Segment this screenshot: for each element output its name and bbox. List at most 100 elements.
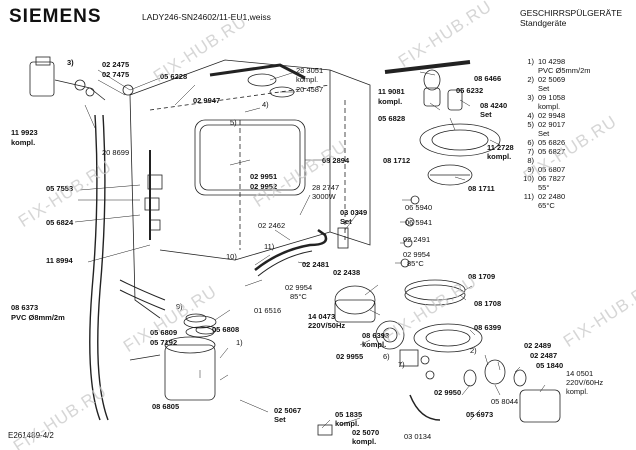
label-029951: 02 9951 — [250, 172, 278, 181]
label-140473: 14 0473 — [308, 312, 336, 321]
legend-code: 05 6827 — [538, 147, 566, 156]
legend-item: 6) 05 6826 — [520, 138, 565, 147]
label-6a: 6) — [383, 352, 390, 361]
legend-note: kompl. — [538, 102, 561, 111]
label-056809: 05 6809 — [150, 328, 178, 337]
legend-index: 3) — [527, 93, 534, 102]
legend-code: 02 2480 — [538, 192, 566, 201]
label-029955: 02 9955 — [336, 352, 364, 361]
label-204587: 20 4587 — [296, 85, 324, 94]
model-title: LADY246-SN24602/11-EU1,weiss — [142, 12, 271, 22]
label-029952: 02 9952 — [250, 182, 278, 191]
label-kompl-e: kompl. — [378, 97, 403, 106]
label-022475: 02 2475 — [102, 60, 130, 69]
legend-code: 02 5069 — [538, 75, 566, 84]
legend-index: 8) — [527, 156, 534, 165]
label-119923: 11 9923 — [11, 128, 38, 137]
legend-code: 02 9017 — [538, 120, 566, 129]
label-029954b: 02 9954 — [403, 250, 431, 259]
label-7a: 7) — [398, 360, 405, 369]
legend-item: 8) — [520, 156, 538, 165]
label-086805: 08 6805 — [152, 402, 180, 411]
legend-index: 6) — [527, 138, 534, 147]
label-057553: 05 7553 — [46, 184, 74, 193]
legend-index: 4) — [527, 111, 534, 120]
label-030349: 03 0349 — [340, 208, 368, 217]
legend-index: 11) — [523, 192, 534, 201]
label-057192: 05 7192 — [150, 338, 178, 347]
label-9a: 9) — [176, 302, 183, 311]
label-086466: 08 6466 — [474, 74, 502, 83]
label-022491: 02 2491 — [403, 235, 431, 244]
legend-code: 05 6807 — [538, 165, 566, 174]
legend-note: 55° — [538, 183, 550, 192]
label-025070: 02 5070 — [352, 428, 380, 437]
legend-note: Set — [538, 84, 550, 93]
label-022489: 02 2489 — [524, 341, 552, 350]
legend-item: 10) 06 7827 — [520, 174, 565, 183]
drawing-id: E261489-4/2 — [8, 431, 54, 440]
label-112728: 11 2728 — [487, 143, 514, 152]
legend-code: 09 1058 — [538, 93, 566, 102]
legend-code: 05 6826 — [538, 138, 566, 147]
label-kompl-c: kompl. — [335, 419, 360, 428]
legend-code: 10 4298 — [538, 57, 566, 66]
legend-index: 10) — [523, 174, 534, 183]
category-title: GESCHIRRSPÜLGERÄTE — [520, 8, 623, 18]
subcategory-title: Standgeräte — [520, 18, 567, 28]
label-086399: 08 6399 — [474, 323, 502, 332]
legend-code: 06 7827 — [538, 174, 566, 183]
label-029947: 02 9947 — [193, 96, 221, 105]
legend-index: 9) — [527, 165, 534, 174]
legend-item: 5) 02 9017 — [520, 120, 565, 129]
label-kompl-h: kompl. — [566, 387, 589, 396]
legend-item: 1) 10 4298 — [520, 57, 565, 66]
label-084240: 08 4240 — [480, 101, 508, 110]
label-5a: 5) — [230, 118, 237, 127]
label-081712: 08 1712 — [383, 156, 411, 165]
label-85c-b: 85°C — [407, 259, 424, 268]
tub-outline-top — [129, 59, 371, 246]
legend-item: 7) 05 6827 — [520, 147, 565, 156]
legend-index: 1) — [527, 57, 534, 66]
label-056824: 05 6824 — [46, 218, 74, 227]
label-282747: 28 2747 — [312, 183, 340, 192]
legend-item: 11) 02 2480 — [520, 192, 565, 201]
label-3000w: 3000W — [312, 192, 336, 201]
legend-note: Set — [538, 129, 550, 138]
label-029950: 02 9950 — [434, 388, 462, 397]
label-118994: 11 8994 — [46, 256, 73, 265]
label-10a: 10) — [226, 252, 237, 261]
legend-index: 5) — [527, 120, 534, 129]
label-086398: 08 6398 — [362, 331, 390, 340]
label-056808: 05 6808 — [212, 325, 240, 334]
legend-index: 2) — [527, 75, 534, 84]
label-022438: 02 2438 — [333, 268, 361, 277]
label-022462: 02 2462 — [258, 221, 286, 230]
label-051840: 05 1840 — [536, 361, 564, 370]
legend-note: 65°C — [538, 201, 555, 210]
label-081709: 08 1709 — [468, 272, 496, 281]
label-4a: 4) — [262, 100, 269, 109]
legend-item: 4)02 9948 — [520, 111, 565, 120]
label-2a: 2) — [470, 346, 477, 355]
label-022481: 02 2481 — [302, 260, 330, 269]
label-056973: 05 6973 — [466, 410, 494, 419]
label-058044: 05 8044 — [491, 397, 519, 406]
legend-item: 2) 02 5069 — [520, 75, 565, 84]
label-pvc8: PVC Ø8mm/2m — [11, 313, 65, 322]
label-081708: 08 1708 — [474, 299, 502, 308]
legend-note: PVC Ø5mm/2m — [538, 66, 591, 75]
label-029954a: 02 9954 — [285, 283, 313, 292]
label-set-c: Set — [340, 217, 352, 226]
label-kompl-b: kompl. — [11, 138, 36, 147]
legend-item: 3) 09 1058 — [520, 93, 565, 102]
label-85c-a: 85°C — [290, 292, 307, 301]
label-220v50: 220V/50Hz — [308, 321, 346, 330]
label-081711: 08 1711 — [468, 184, 495, 193]
label-051835: 05 1835 — [335, 410, 363, 419]
label-208699: 20 8699 — [102, 148, 130, 157]
legend-index: 7) — [527, 147, 534, 156]
